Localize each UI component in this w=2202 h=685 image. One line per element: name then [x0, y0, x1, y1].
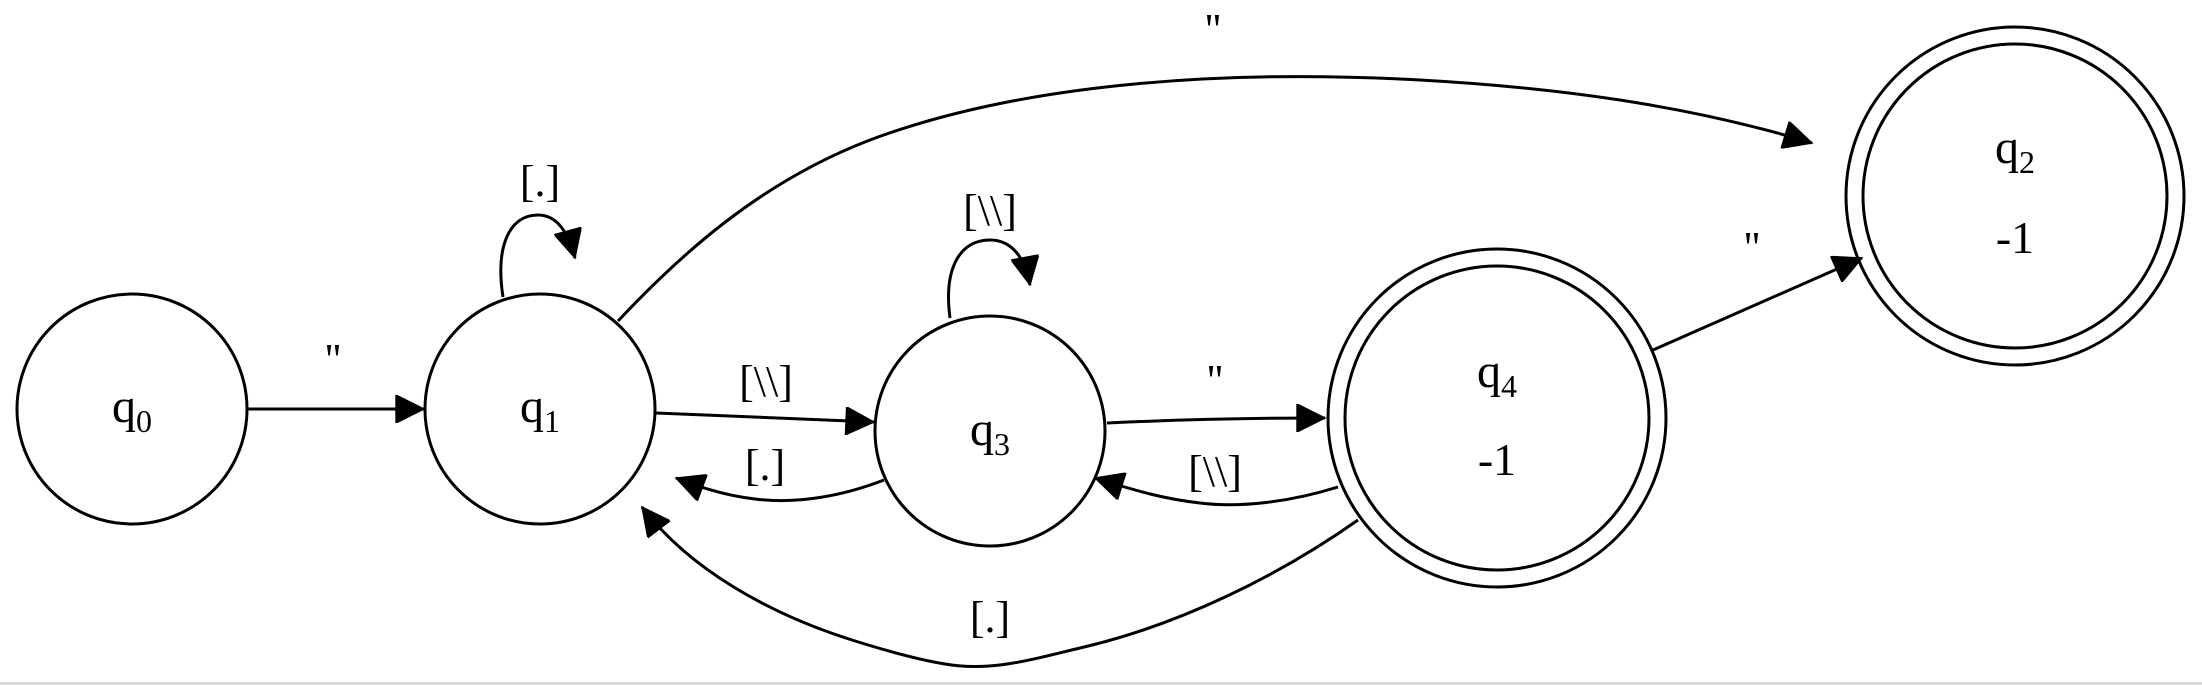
- state-q2-inner-ring: [1861, 42, 2169, 350]
- svg-text:q3: q3: [970, 403, 1010, 462]
- state-q4-value: -1: [1478, 434, 1516, 485]
- edge-label-q4-to-q1: [.]: [970, 593, 1010, 642]
- edge-label-q3-to-q4: '': [1207, 356, 1223, 405]
- state-q3: q3: [873, 314, 1107, 548]
- edge-label-q0-to-q1: '': [325, 335, 341, 384]
- svg-text:q2: q2: [1995, 121, 2035, 180]
- state-q0: q0: [15, 292, 249, 526]
- state-q2-name: q: [1995, 121, 2019, 174]
- edge-q1-to-q3: [\\]: [655, 357, 874, 422]
- edge-q4-to-q1: [.]: [640, 507, 1359, 669]
- edge-q4-to-q2: '': [1652, 223, 1862, 352]
- state-q1-subscript: 1: [544, 403, 560, 439]
- edge-q1-to-q2: '': [616, 5, 1812, 323]
- edge-label-q4-to-q2: '': [1744, 223, 1760, 272]
- edge-label-q3-loop: [\\]: [963, 186, 1017, 235]
- state-q2-value: -1: [1996, 212, 2034, 263]
- edge-label-q3-to-q1: [.]: [745, 441, 785, 490]
- state-q4-name: q: [1477, 345, 1501, 398]
- edge-label-q1-to-q3: [\\]: [739, 357, 793, 406]
- edge-q3-to-q1: [.]: [676, 441, 885, 501]
- edge-label-q4-to-q3: [\\]: [1188, 447, 1242, 496]
- state-q1: q1: [423, 292, 657, 526]
- svg-text:q4: q4: [1477, 345, 1517, 404]
- edge-q1-loop: [.]: [499, 157, 575, 298]
- state-q0-name: q: [112, 380, 136, 433]
- svg-text:q0: q0: [112, 380, 152, 439]
- state-q2-outer-ring: [1844, 25, 2186, 367]
- svg-text:q1: q1: [520, 380, 560, 439]
- state-q0-subscript: 0: [136, 403, 152, 439]
- state-q3-name: q: [970, 403, 994, 456]
- state-q3-subscript: 3: [994, 426, 1010, 462]
- state-q4: q4 -1: [1326, 247, 1668, 589]
- edge-label-q1-to-q2: '': [1205, 5, 1221, 54]
- edge-q4-to-q3: [\\]: [1095, 447, 1339, 507]
- edge-label-q1-loop: [.]: [520, 157, 560, 206]
- edge-q3-loop: [\\]: [947, 186, 1030, 319]
- state-q2-subscript: 2: [2019, 144, 2035, 180]
- state-q4-subscript: 4: [1501, 368, 1517, 404]
- bottom-divider: [0, 682, 2202, 685]
- state-q2: q2 -1: [1844, 25, 2186, 367]
- edge-q0-to-q1: '': [247, 335, 424, 409]
- state-q4-inner-ring: [1343, 264, 1651, 572]
- state-q4-outer-ring: [1326, 247, 1668, 589]
- edge-q3-to-q4: '': [1106, 356, 1325, 423]
- state-q1-name: q: [520, 380, 544, 433]
